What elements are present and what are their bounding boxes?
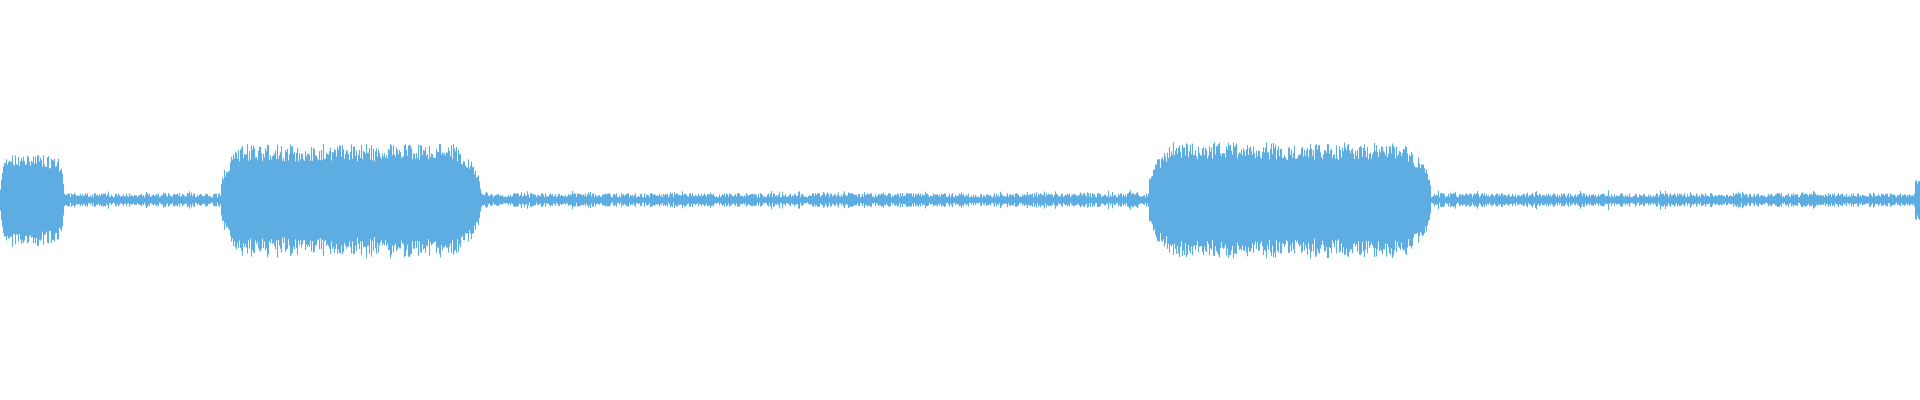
waveform-trace xyxy=(0,142,1920,259)
